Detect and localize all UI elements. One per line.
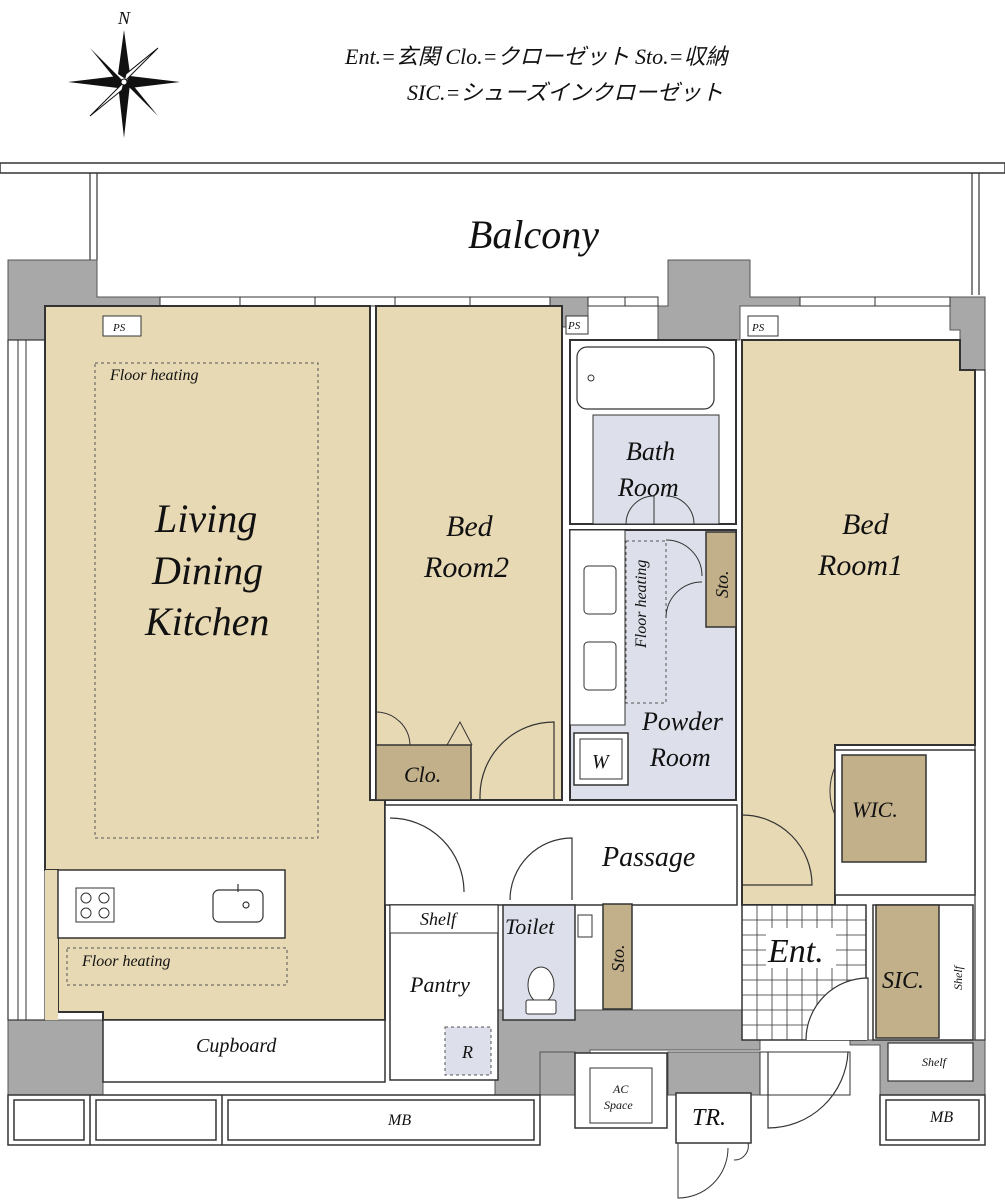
entrance-label: Ent. xyxy=(767,933,824,970)
floor-heating-area-powder xyxy=(625,540,667,704)
storage-powder xyxy=(705,531,737,628)
bedroom-2-label-line-2: Room2 xyxy=(423,551,509,584)
shoe-in-closet xyxy=(875,904,940,1039)
ps-label-1: PS xyxy=(112,322,126,334)
ps-box-3 xyxy=(747,315,779,337)
entrance-door xyxy=(767,1051,849,1129)
bedroom-1-label-line-1: Bed xyxy=(842,508,890,541)
washbasin-icon-2 xyxy=(583,641,617,691)
refrigerator-space xyxy=(444,1026,492,1076)
refrigerator-label: R xyxy=(461,1042,473,1062)
ps-label-3: PS xyxy=(751,322,765,334)
ac-space-label-line-2: Space xyxy=(604,1098,633,1112)
entrance-shelf xyxy=(887,1042,974,1082)
floor-heating-label-ldk: Floor heating xyxy=(109,367,198,384)
ac-space-label-line-1: AC xyxy=(612,1082,629,1096)
stove-icon xyxy=(75,887,115,923)
bedroom-1-door xyxy=(741,814,813,886)
ldk-label-line-2: Dining xyxy=(151,548,263,593)
toilet-bowl-icon xyxy=(525,966,557,1015)
storage-label-powder: Sto. xyxy=(712,570,732,598)
floor-heating-label-powder: Floor heating xyxy=(633,560,650,649)
wic-label: WIC. xyxy=(852,797,898,822)
storage-label-passage: Sto. xyxy=(608,944,628,972)
closet-label: Clo. xyxy=(404,762,441,787)
trunk-room-label: TR. xyxy=(692,1105,726,1131)
bedroom-2-door xyxy=(479,721,555,800)
pantry-label: Pantry xyxy=(409,972,470,997)
floor-heating-label-kitchen: Floor heating xyxy=(81,953,170,970)
sic-label: SIC. xyxy=(882,968,924,994)
washer-label: W xyxy=(592,751,611,773)
ldk-label-line-1: Living xyxy=(154,496,257,541)
bathtub-icon xyxy=(576,346,715,410)
ps-label-2: PS xyxy=(567,320,581,332)
entrance-shelf-label: Shelf xyxy=(922,1055,948,1069)
bedroom-2 xyxy=(375,305,563,801)
north-label: N xyxy=(117,8,131,28)
floor-heating-area-ldk xyxy=(94,362,319,839)
floor-heating-area-kitchen xyxy=(66,947,288,986)
passage xyxy=(384,804,738,906)
powder-room-label-line-1: Powder xyxy=(641,707,724,736)
trunk-room xyxy=(675,1092,752,1144)
compass-rose-icon xyxy=(68,30,180,138)
pantry-shelf-label: Shelf xyxy=(420,909,459,929)
cupboard xyxy=(102,1019,386,1083)
legend-line-1: Ent.=玄関 Clo.=クローゼット Sto.=収納 xyxy=(344,44,729,69)
mb-label-1: MB xyxy=(387,1112,411,1129)
sic-shelf-label: Shelf xyxy=(951,964,965,990)
bedroom-2-label-line-1: Bed xyxy=(446,510,494,543)
balcony-railing xyxy=(0,162,1005,174)
ps-box-2 xyxy=(565,315,589,335)
storage-passage xyxy=(602,903,633,1010)
mb-label-2: MB xyxy=(929,1109,953,1126)
ldk-label-line-3: Kitchen xyxy=(144,599,269,644)
powder-room-label-line-2: Room xyxy=(649,743,711,772)
closet xyxy=(375,744,472,801)
walk-in-closet xyxy=(841,754,927,863)
bedroom-1-label-line-2: Room1 xyxy=(817,549,903,582)
cupboard-label: Cupboard xyxy=(196,1035,277,1057)
bathroom-label-line-2: Room xyxy=(617,473,679,502)
meter-boxes xyxy=(7,1094,986,1146)
legend-line-2: SIC.=シューズインクローゼット xyxy=(407,80,723,105)
kitchen-sink-icon xyxy=(212,884,264,923)
balcony-label: Balcony xyxy=(468,212,599,257)
washbasin-icon-1 xyxy=(583,565,617,615)
passage-label: Passage xyxy=(601,842,695,873)
bathroom-label-line-1: Bath xyxy=(626,437,675,466)
ps-box-1 xyxy=(102,315,142,337)
toilet-label: Toilet xyxy=(505,914,555,939)
vanity-counter xyxy=(569,529,626,726)
